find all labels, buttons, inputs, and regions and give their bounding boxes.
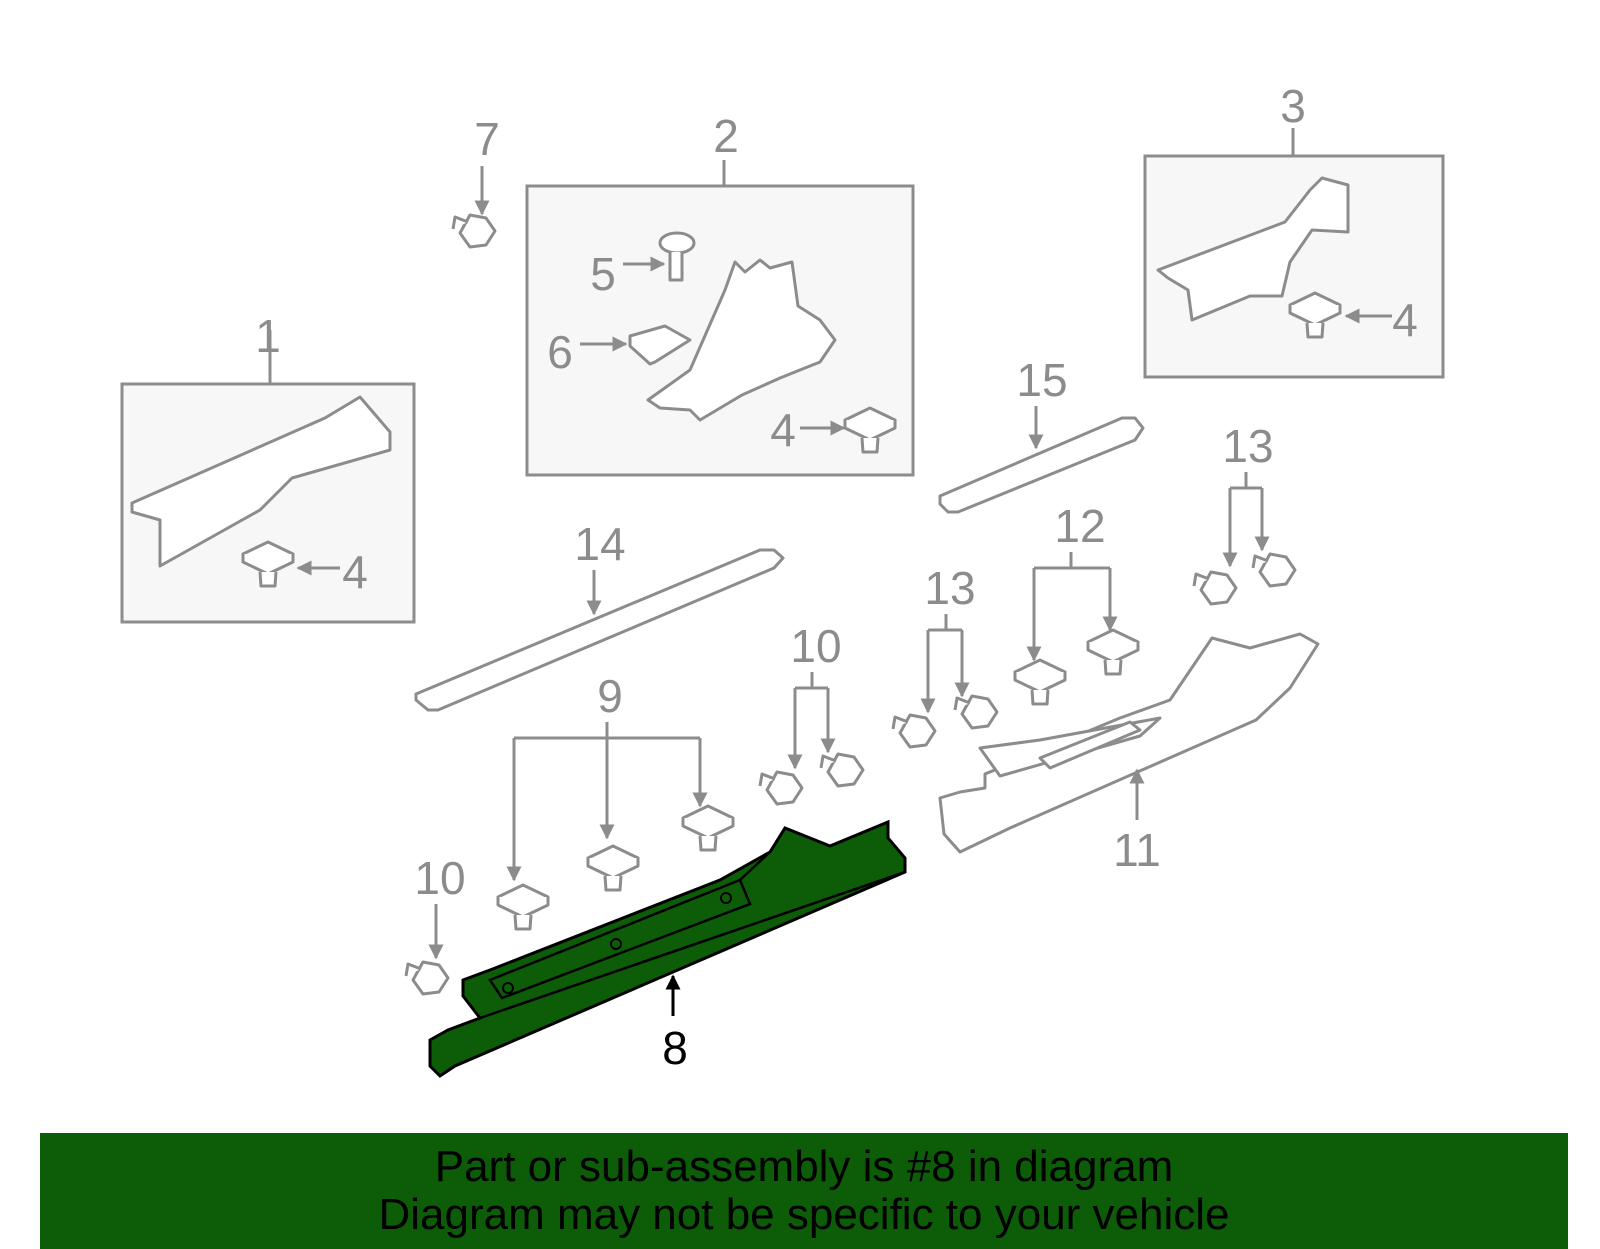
part-group-10-lower: 10 [404, 852, 466, 996]
part-group-11: 11 [938, 632, 1320, 876]
callout-1: 1 [255, 310, 281, 362]
part-group-13-right: 13 [1192, 420, 1297, 606]
callout-4-a: 4 [342, 546, 368, 598]
part-9-clip-b [586, 844, 640, 892]
callout-13-a: 13 [1222, 420, 1273, 472]
part-8-sill-panel-highlighted [428, 819, 907, 1078]
part-9-clip-a [496, 883, 550, 931]
part-12-clip-b [1086, 628, 1140, 676]
callout-4-b: 4 [770, 404, 796, 456]
part-group-8: 8 [428, 819, 907, 1078]
callout-14: 14 [574, 518, 625, 570]
part-10-bolt-a [758, 770, 804, 806]
part-10-bolt-b [819, 752, 865, 788]
part-5-pin [658, 231, 696, 255]
part-3-trim [1156, 176, 1350, 322]
part-group-2: 2 5 6 4 [525, 110, 915, 477]
part-7-bolt [451, 213, 497, 249]
part-2-trim [646, 258, 837, 422]
banner-line-1: Part or sub-assembly is #8 in diagram [434, 1142, 1174, 1191]
callout-11: 11 [1113, 824, 1161, 876]
part-13-bolt-b [1251, 552, 1297, 588]
part-group-3: 3 4 [1143, 80, 1445, 379]
callout-10-b: 10 [414, 852, 465, 904]
part-1-trim [130, 395, 392, 568]
part-13-bolt-a [1192, 570, 1238, 606]
part-group-9: 9 [496, 670, 735, 931]
callout-9: 9 [597, 670, 623, 722]
part-9-clip-c [681, 804, 735, 852]
part-12-clip-a [1013, 658, 1067, 706]
part-6-nut [628, 324, 692, 366]
callout-12: 12 [1054, 500, 1105, 552]
callout-6: 6 [547, 326, 573, 378]
part-group-13-left: 13 [891, 562, 999, 749]
part-10-bolt-c [404, 960, 450, 996]
part-group-7: 7 [451, 113, 500, 249]
callout-5: 5 [590, 248, 616, 300]
callout-13-b: 13 [924, 562, 975, 614]
part-group-15: 15 [938, 354, 1145, 514]
part-13-bolt-d [953, 694, 999, 730]
callout-4-c: 4 [1392, 294, 1418, 346]
part-13-bolt-c [891, 713, 937, 749]
banner-line-2: Diagram may not be specific to your vehi… [378, 1190, 1230, 1239]
info-banner: Part or sub-assembly is #8 in diagram Di… [40, 1133, 1568, 1249]
part-group-10-upper: 10 [758, 620, 865, 806]
part-11-sill-trim [938, 632, 1320, 854]
callout-7: 7 [474, 113, 500, 165]
callout-2: 2 [713, 110, 739, 162]
callout-3: 3 [1280, 80, 1306, 132]
callout-10-a: 10 [790, 620, 841, 672]
callout-8: 8 [662, 1022, 688, 1074]
part-group-12: 12 [1013, 500, 1140, 706]
part-14-scuff-plate [414, 548, 785, 712]
callout-15: 15 [1016, 354, 1067, 406]
part-group-14: 14 [414, 518, 785, 712]
part-group-1: 1 4 [120, 310, 416, 624]
part-15-scuff-plate [938, 416, 1145, 514]
